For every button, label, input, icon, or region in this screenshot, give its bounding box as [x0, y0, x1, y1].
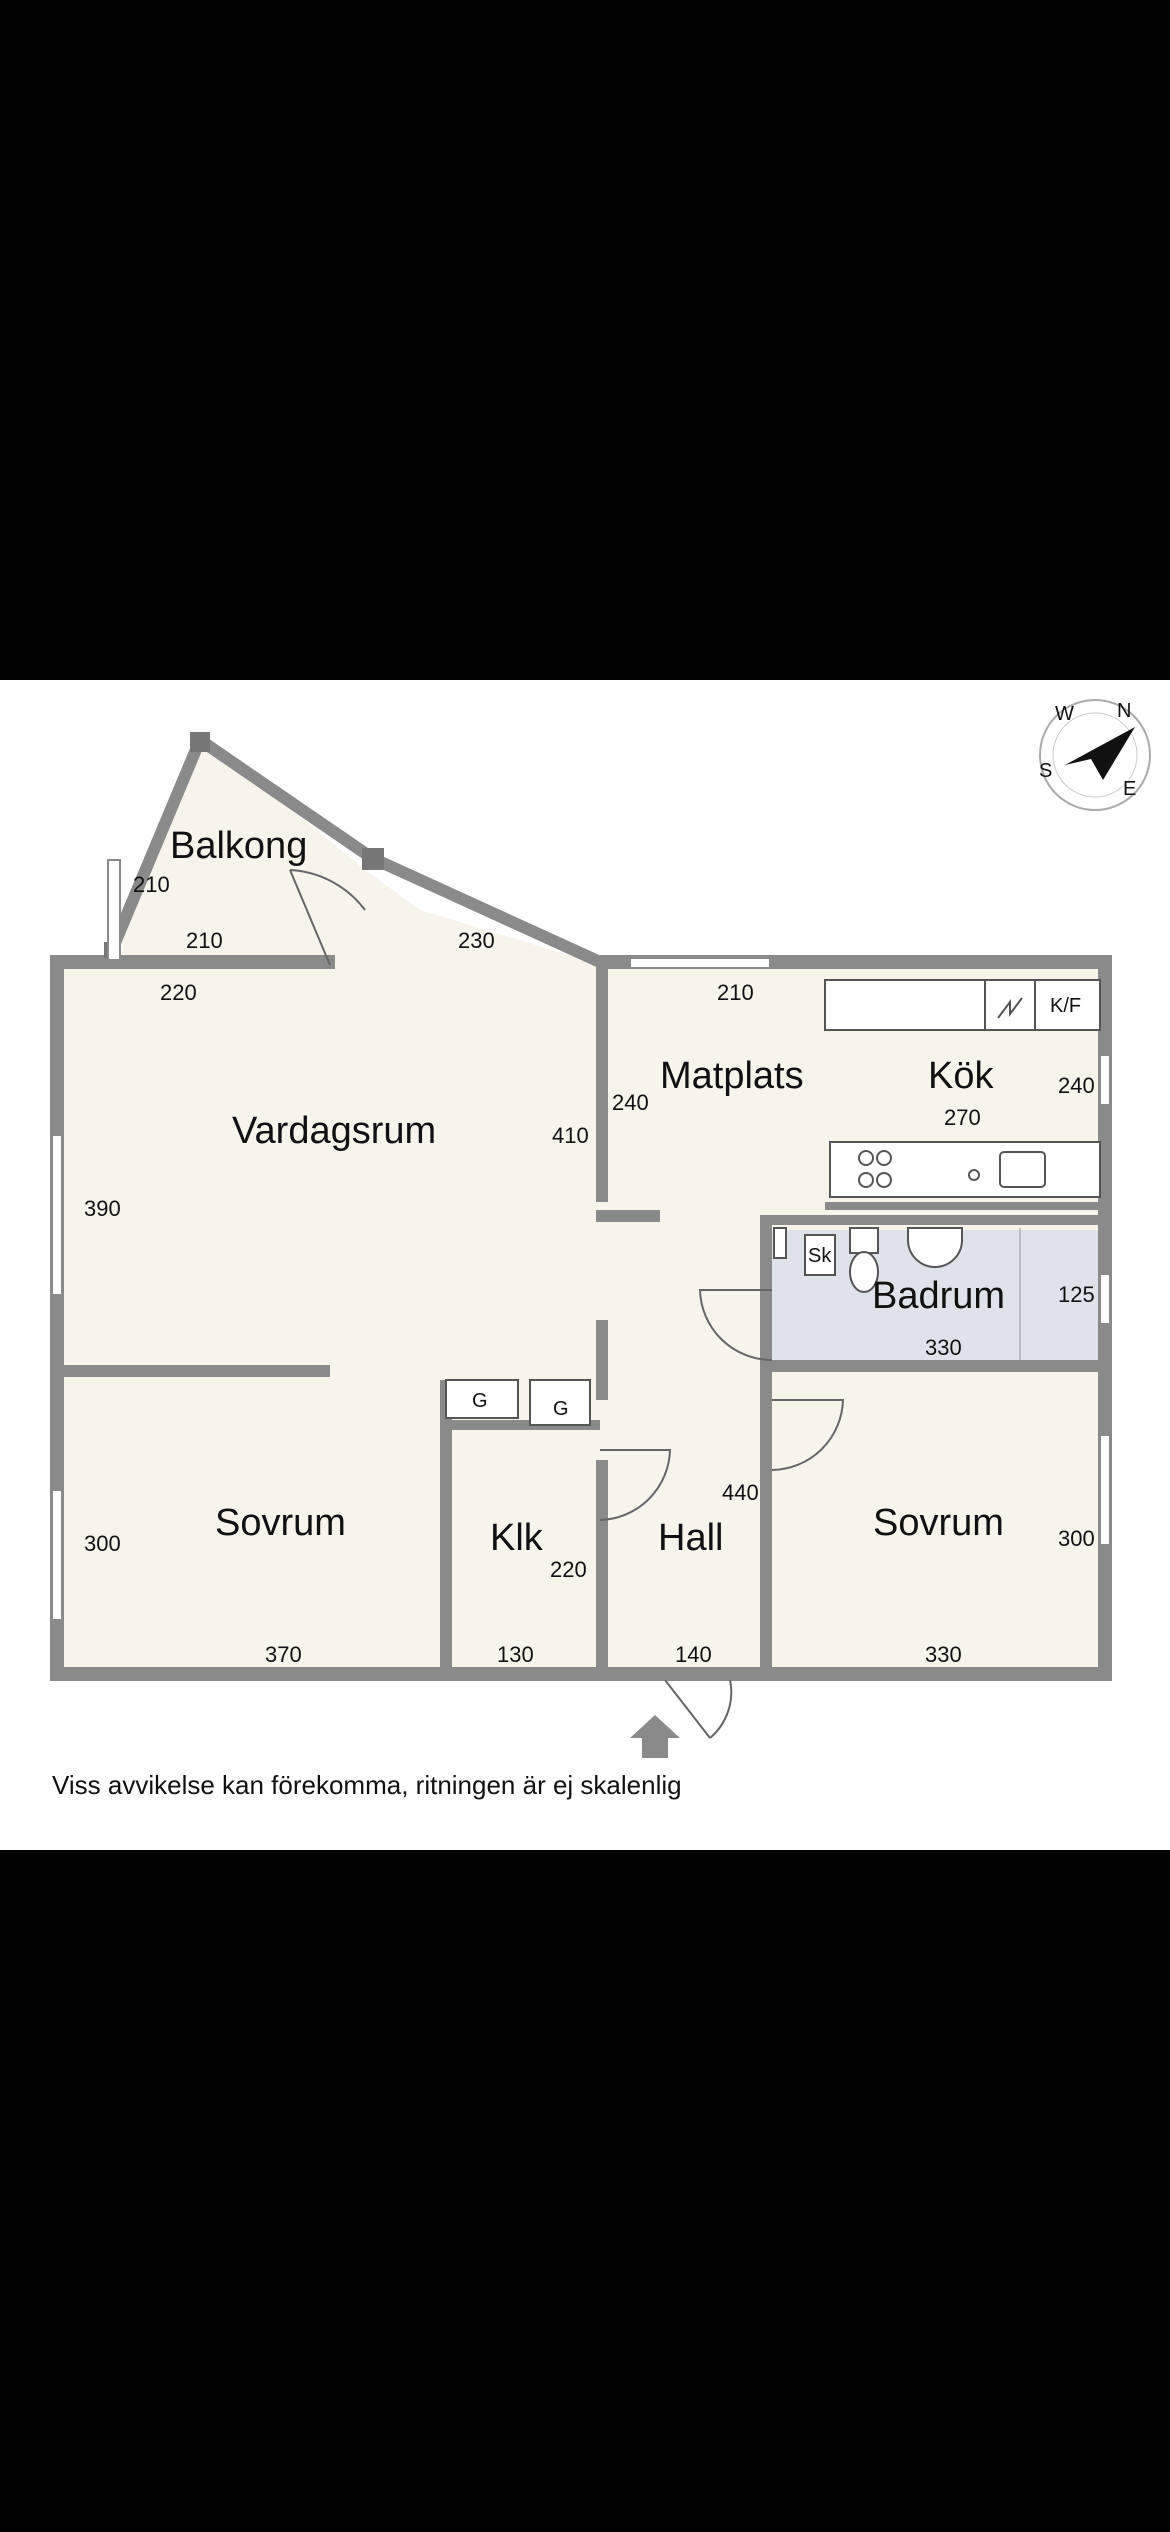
sink-icon: [999, 1151, 1046, 1188]
dimension-labels: 210 210 220 230 390 410 210 240 270 240 …: [84, 872, 1095, 1667]
room-matplats: Matplats: [660, 1055, 804, 1097]
window: [629, 957, 771, 969]
dim: 270: [944, 1105, 981, 1130]
compass-n: N: [1117, 700, 1131, 722]
room-hall: Hall: [658, 1517, 723, 1559]
room-balkong: Balkong: [170, 825, 307, 867]
entrance-arrow-icon: [630, 1715, 680, 1758]
upper-cabinets: [824, 979, 1101, 1031]
compass-s: S: [1039, 760, 1052, 782]
room-klk: Klk: [490, 1517, 544, 1559]
entrance-door: [664, 1679, 733, 1739]
dim: 130: [497, 1642, 534, 1667]
fixture-labels: K/F Sk G G: [472, 995, 1081, 1420]
dim: 300: [84, 1531, 121, 1556]
window: [1099, 1434, 1111, 1546]
skap: [804, 1234, 836, 1276]
room-kok: Kök: [928, 1055, 994, 1097]
floor-plan-sheet: W N S E Balkong Vardagsrum Matplats Kök …: [0, 680, 1170, 1850]
dim: 220: [550, 1557, 587, 1582]
dim: 220: [160, 980, 197, 1005]
disclaimer-text: Viss avvikelse kan förekomma, ritningen …: [52, 1770, 682, 1800]
toilet-icon: [849, 1227, 879, 1254]
dim: 140: [675, 1642, 712, 1667]
window: [107, 859, 121, 961]
kitchen-fixtures: [824, 979, 1101, 1198]
room-sovrum-right: Sovrum: [873, 1502, 1004, 1544]
room-vardagsrum: Vardagsrum: [232, 1110, 436, 1152]
klk-door: [599, 1449, 672, 1521]
dim: 240: [612, 1090, 649, 1115]
dim: 210: [717, 980, 754, 1005]
room-badrum: Badrum: [872, 1275, 1005, 1317]
window: [1099, 1054, 1111, 1106]
balkong-door: [289, 869, 366, 966]
dim: 440: [722, 1480, 759, 1505]
room-sovrum-left: Sovrum: [215, 1502, 346, 1544]
floor-plan: W N S E Balkong Vardagsrum Matplats Kök …: [50, 699, 1151, 1758]
badrum-door: [698, 1289, 773, 1361]
label-g2: G: [553, 1398, 569, 1420]
compass-icon: W N S E: [1039, 699, 1151, 811]
doors: [289, 869, 845, 1739]
dim: 390: [84, 1196, 121, 1221]
dim: 300: [1058, 1526, 1095, 1551]
dim: 330: [925, 1642, 962, 1667]
label-g1: G: [472, 1390, 488, 1412]
room-labels: Balkong Vardagsrum Matplats Kök Badrum S…: [170, 825, 1005, 1559]
dim: 370: [265, 1642, 302, 1667]
washbasin-icon: [907, 1227, 963, 1268]
dim: 240: [1058, 1073, 1095, 1098]
bathroom-fixtures: [773, 1227, 1021, 1360]
window: [1099, 1273, 1111, 1325]
compass-e: E: [1123, 778, 1136, 800]
wardrobe-g1: [445, 1379, 519, 1419]
dim: 125: [1058, 1282, 1095, 1307]
windows: [51, 859, 1111, 1621]
window: [51, 1489, 63, 1621]
wardrobes: [445, 1379, 591, 1426]
wardrobe-g2: [529, 1379, 591, 1426]
angled-walls: [104, 732, 603, 968]
label-sk: Sk: [808, 1245, 832, 1267]
main-floor: [62, 870, 1100, 1673]
sovrum-right-door: [771, 1399, 845, 1471]
label-kf: K/F: [1050, 995, 1081, 1017]
dim: 210: [186, 928, 223, 953]
dim: 330: [925, 1335, 962, 1360]
dim: 230: [458, 928, 495, 953]
window: [51, 1134, 63, 1296]
compass-w: W: [1055, 703, 1074, 725]
dim: 210: [133, 872, 170, 897]
counter: [829, 1141, 1101, 1198]
dim: 410: [552, 1123, 589, 1148]
fridge-icon: [997, 997, 1023, 1019]
